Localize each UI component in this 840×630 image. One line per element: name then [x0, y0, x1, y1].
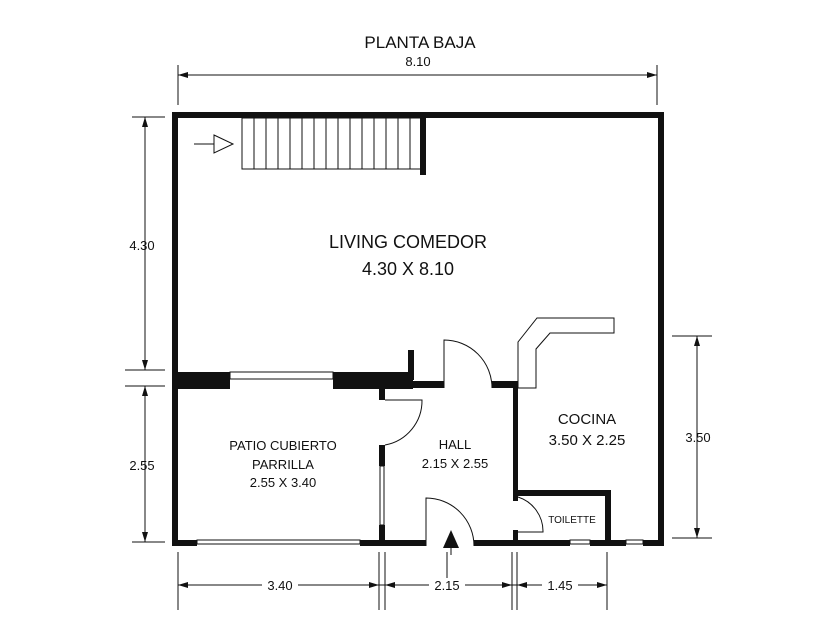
room-patio-name-2: PARRILLA	[252, 457, 314, 472]
label-bg	[429, 578, 465, 592]
label-bg	[262, 578, 298, 592]
room-living-name: LIVING COMEDOR	[329, 232, 487, 252]
dimension-top: 8.10	[405, 54, 430, 69]
room-hall-name: HALL	[439, 437, 472, 452]
kitchen-counter	[517, 317, 615, 389]
room-patio-name: PATIO CUBIERTO	[229, 438, 336, 453]
room-cocina-name: COCINA	[558, 411, 616, 428]
room-hall-size: 2.15 X 2.55	[422, 456, 489, 471]
dimension-left-upper: 4.30	[129, 238, 154, 253]
doors	[384, 339, 544, 547]
room-living-size: 4.30 X 8.10	[362, 259, 454, 279]
dimension-left-lower: 2.55	[129, 458, 154, 473]
dimension-lines	[125, 65, 712, 610]
room-patio-size: 2.55 X 3.40	[250, 475, 317, 490]
plan-title: PLANTA BAJA	[364, 33, 476, 52]
room-cocina-size: 3.50 X 2.25	[549, 432, 626, 449]
label-bg	[542, 578, 578, 592]
walls	[172, 112, 664, 546]
dimension-bottom-2: 2.15	[434, 578, 459, 593]
staircase	[241, 117, 423, 170]
dimension-arrows	[142, 72, 700, 588]
dimension-bottom-1: 3.40	[267, 578, 292, 593]
dimension-right: 3.50	[685, 430, 710, 445]
dimension-bottom-3: 1.45	[547, 578, 572, 593]
stair-arrow-icon	[194, 134, 235, 154]
room-toilette-name: TOILETTE	[548, 515, 596, 526]
windows	[196, 371, 644, 545]
entrance-arrow-icon	[443, 530, 459, 548]
